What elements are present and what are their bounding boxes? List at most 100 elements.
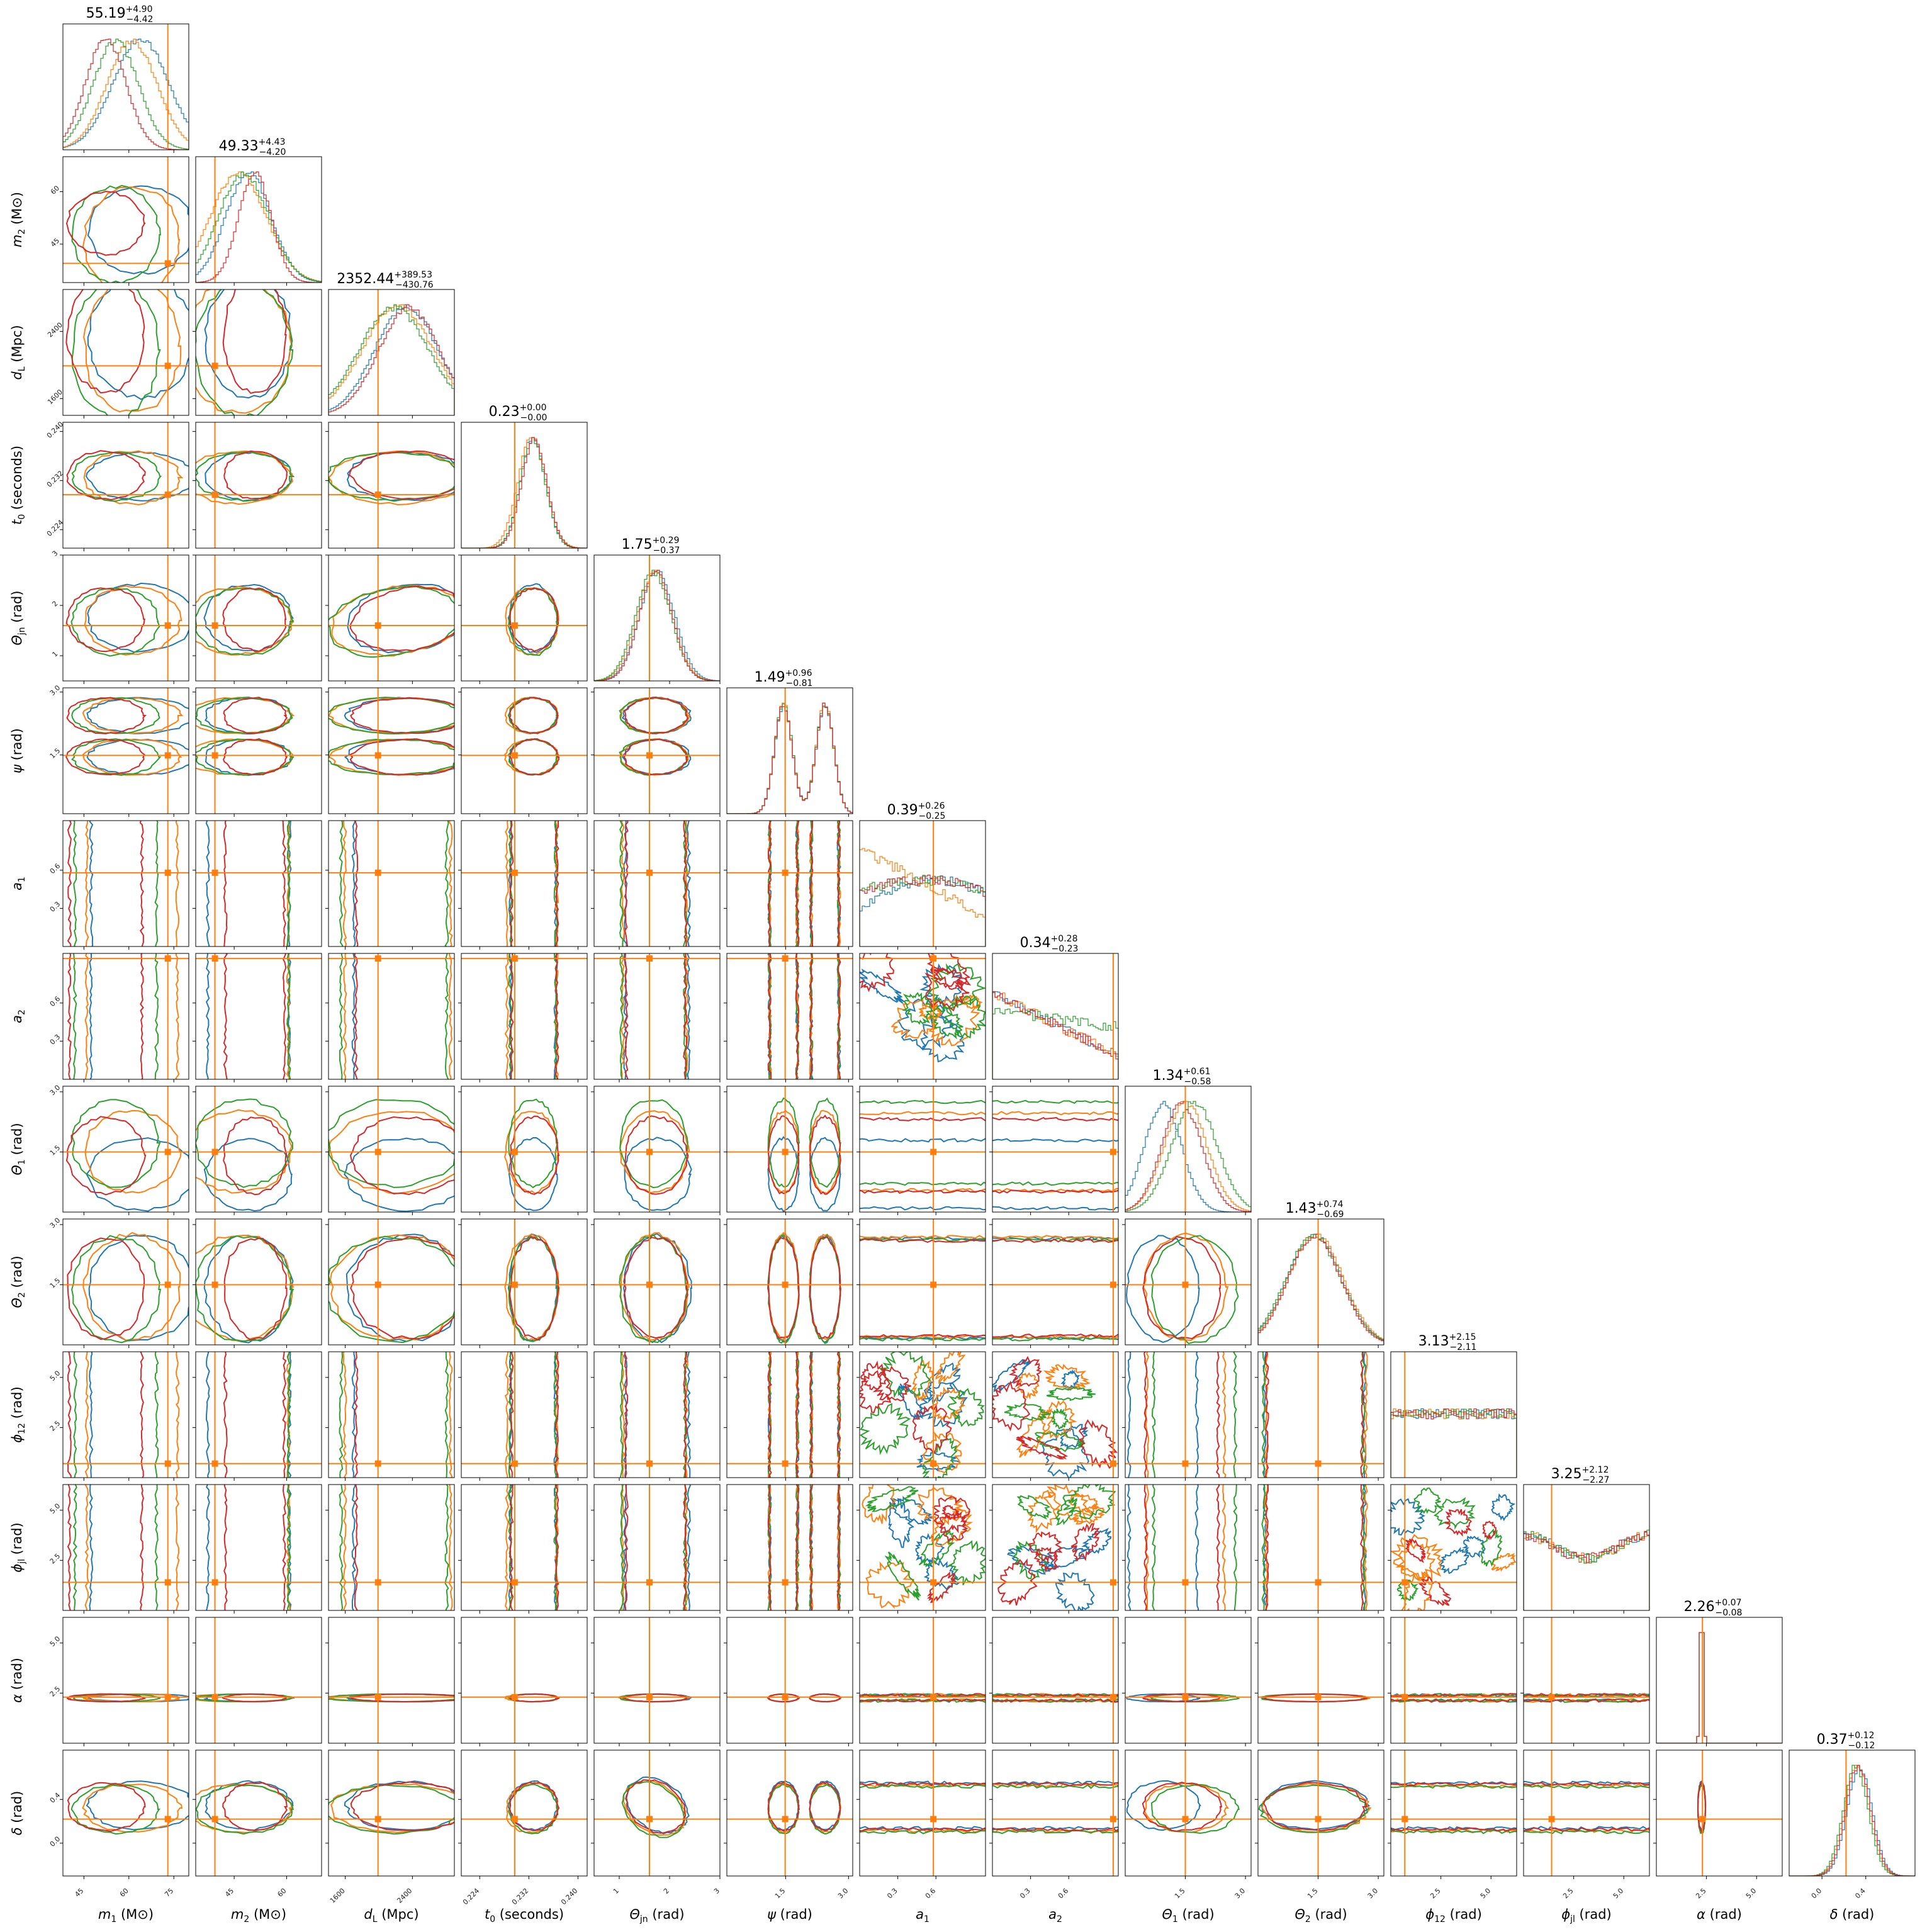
panel-a2-vs-dl xyxy=(325,953,455,1082)
x-tick-label-dl: 2400 xyxy=(395,1887,413,1905)
truth-marker xyxy=(646,1816,653,1822)
diag-panel-m1: 55.19+4.90−4.42 xyxy=(62,4,189,153)
panel-phi12-vs-psi xyxy=(724,1351,853,1481)
histogram-thetajn-run-3 xyxy=(594,570,720,681)
truth-marker xyxy=(211,1460,218,1467)
y-tick-label-a1: 0.3 xyxy=(48,900,62,914)
truth-marker xyxy=(1548,1816,1555,1822)
y-tick-label-alpha: 5.0 xyxy=(48,1635,62,1649)
truth-marker xyxy=(1401,1816,1408,1822)
panel-frame xyxy=(461,953,588,1080)
truth-marker xyxy=(211,362,218,369)
panel-title-t0: 0.23+0.00−0.00 xyxy=(489,403,548,423)
panel-a2-vs-psi xyxy=(724,953,853,1082)
panel-phi12-vs-m2 xyxy=(193,1351,322,1481)
y-tick-label-theta2: 3.0 xyxy=(48,1216,62,1230)
truth-marker xyxy=(646,1579,653,1586)
panel-frame xyxy=(1257,1218,1384,1345)
panel-frame xyxy=(859,1351,986,1478)
histogram-phi12-run-2 xyxy=(1391,1408,1517,1478)
panel-t0-vs-m1 xyxy=(60,422,189,551)
x-tick-label-alpha: 5.0 xyxy=(1744,1887,1758,1901)
panel-frame xyxy=(461,1484,588,1611)
panel-frame xyxy=(195,1617,322,1744)
panel-title-dl: 2352.44+389.53−430.76 xyxy=(337,270,434,290)
panel-alpha-vs-m2 xyxy=(193,1617,322,1746)
panel-phijl-vs-dl xyxy=(325,1484,455,1614)
truth-marker xyxy=(1182,1460,1189,1467)
panel-m2-vs-m1 xyxy=(60,156,189,286)
panel-alpha-vs-a1 xyxy=(856,1617,986,1746)
histogram-alpha-run-3 xyxy=(1656,1632,1782,1743)
y-axis-label-alpha: α (rad) xyxy=(9,1658,25,1703)
panel-title-phi12: 3.13+2.15−2.11 xyxy=(1418,1332,1477,1352)
truth-marker xyxy=(511,752,518,759)
panel-frame xyxy=(1523,1484,1650,1611)
x-axis-label-theta1: Θ1 (rad) xyxy=(1162,1907,1214,1924)
panel-frame xyxy=(195,687,322,814)
panel-frame xyxy=(328,1749,455,1877)
truth-marker xyxy=(211,1816,218,1822)
panel-psi-vs-thetajn xyxy=(591,687,721,817)
truth-marker xyxy=(646,1281,653,1288)
panel-alpha-vs-psi xyxy=(724,1617,853,1746)
panel-psi-vs-t0 xyxy=(458,687,588,817)
histogram-phijl-run-4 xyxy=(1524,1530,1649,1610)
panel-phijl-vs-theta2 xyxy=(1255,1484,1384,1614)
panel-frame xyxy=(859,820,986,947)
truth-marker xyxy=(646,955,653,962)
panel-frame xyxy=(62,1617,189,1744)
diag-panel-m2: 49.33+4.43−4.20 xyxy=(195,137,322,286)
histogram-psi-run-3 xyxy=(727,702,853,814)
truth-marker xyxy=(1109,1579,1116,1586)
truth-marker xyxy=(374,1281,381,1288)
x-tick-label-psi: 3.0 xyxy=(836,1887,850,1901)
panel-frame xyxy=(859,1218,986,1345)
panel-alpha-vs-phi12 xyxy=(1388,1617,1517,1746)
panel-theta2-vs-a2 xyxy=(989,1218,1119,1348)
histogram-a2-run-4 xyxy=(992,991,1118,1079)
panel-theta1-vs-psi xyxy=(724,1086,853,1215)
truth-marker xyxy=(930,1281,937,1288)
panel-frame xyxy=(195,1749,322,1877)
panel-theta2-vs-thetajn xyxy=(591,1218,721,1348)
panel-frame xyxy=(461,1218,588,1345)
panel-a1-vs-m1 xyxy=(60,820,189,950)
panel-title-a2: 0.34+0.28−0.23 xyxy=(1020,934,1079,954)
truth-marker xyxy=(164,955,171,962)
panel-frame xyxy=(62,687,189,814)
histogram-alpha-run-2 xyxy=(1656,1632,1782,1743)
panel-a2-vs-t0 xyxy=(458,953,588,1082)
x-axis-label-m1: m1 (M⊙) xyxy=(98,1907,154,1924)
panel-frame xyxy=(992,1484,1119,1611)
y-tick-label-theta1: 1.5 xyxy=(48,1143,62,1157)
panel-frame xyxy=(859,1749,986,1877)
panel-delta-vs-t0 xyxy=(458,1749,588,1879)
truth-marker xyxy=(782,1579,789,1586)
truth-marker xyxy=(164,1460,171,1467)
panel-theta2-vs-theta1 xyxy=(1122,1218,1252,1348)
panel-phi12-vs-a2 xyxy=(989,1351,1119,1481)
panel-frame xyxy=(1125,1617,1252,1744)
truth-marker xyxy=(211,1149,218,1155)
x-axis-label-phijl: ϕjl (rad) xyxy=(1561,1907,1612,1924)
truth-marker xyxy=(782,1149,789,1155)
histogram-alpha-run-1 xyxy=(1656,1632,1782,1743)
panel-frame xyxy=(593,687,721,814)
panel-a2-vs-a1 xyxy=(856,953,986,1082)
panel-frame xyxy=(62,1484,189,1611)
panel-theta2-vs-psi xyxy=(724,1218,853,1348)
histogram-m1-run-3 xyxy=(63,38,189,150)
histogram-theta1-run-3 xyxy=(1125,1101,1251,1212)
histogram-theta1-run-1 xyxy=(1125,1101,1251,1212)
x-axis-label-t0: t0 (seconds) xyxy=(485,1907,564,1924)
panel-delta-vs-thetajn xyxy=(591,1749,721,1879)
y-axis-label-delta: δ (rad) xyxy=(9,1791,25,1836)
panel-frame xyxy=(992,1617,1119,1744)
panel-frame xyxy=(593,953,721,1080)
panel-theta1-vs-dl xyxy=(325,1086,455,1215)
panel-t0-vs-dl xyxy=(325,422,455,551)
histogram-psi-run-1 xyxy=(727,702,853,814)
panel-frame xyxy=(992,1351,1119,1478)
truth-marker xyxy=(164,260,171,267)
